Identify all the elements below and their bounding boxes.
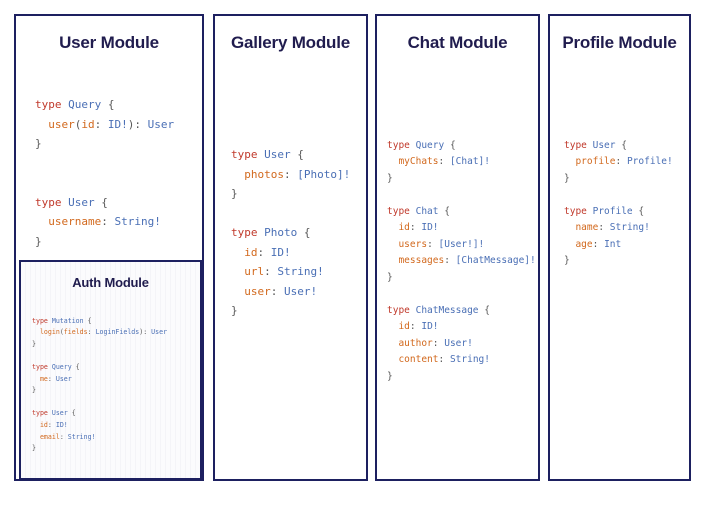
auth-module-title: Auth Module [72, 275, 149, 290]
gallery-module-title: Gallery Module [230, 33, 351, 52]
chat-module-title: Chat Module [407, 33, 508, 52]
gallery-module-schema: type User { photos: [Photo]! } type Phot… [231, 148, 351, 317]
card-chat-module[interactable]: Chat Module type Query { myChats: [Chat]… [375, 14, 540, 481]
card-gallery-module[interactable]: Gallery Module type User { photos: [Phot… [213, 14, 368, 481]
user-module-schema: type Query { user(id: ID!): User } type … [35, 98, 175, 248]
card-profile-module[interactable]: Profile Module type User { profile: Prof… [548, 14, 691, 481]
card-user-module[interactable]: User Module type Query { user(id: ID!): … [14, 14, 204, 481]
profile-module-title: Profile Module [562, 33, 677, 52]
profile-module-schema: type User { profile: Profile! } type Pro… [564, 139, 673, 267]
user-module-title: User Module [59, 33, 159, 52]
auth-module-schema: type Mutation { login(fields: LoginField… [32, 316, 168, 453]
card-auth-module[interactable]: Auth Module type Mutation { login(fields… [19, 260, 202, 480]
chat-module-schema: type Query { myChats: [Chat]! } type Cha… [387, 139, 536, 382]
